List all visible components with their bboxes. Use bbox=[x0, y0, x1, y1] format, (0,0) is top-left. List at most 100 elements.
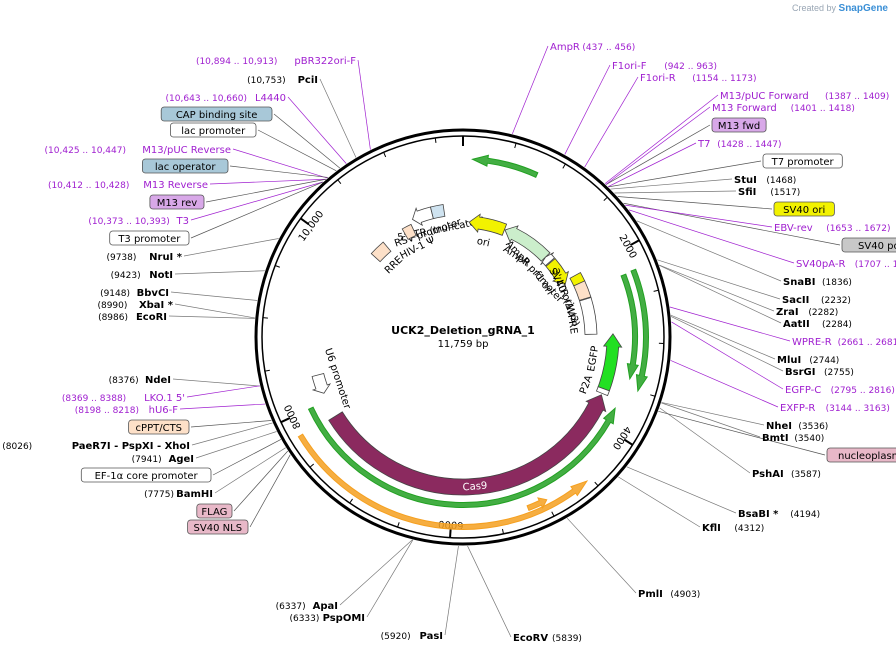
label-wprer[interactable]: WPRE-R(2661 .. 2681) bbox=[792, 337, 896, 348]
feature-label-egfp: EGFP bbox=[586, 345, 601, 372]
range-f1orir: (1154 .. 1173) bbox=[692, 74, 756, 84]
feature-label-cas9: Cas9 bbox=[462, 481, 487, 494]
label-pshai[interactable]: PshAI(3587) bbox=[752, 469, 821, 480]
feature-ampr-promoter[interactable] bbox=[540, 252, 556, 267]
label-cap[interactable]: CAP binding site bbox=[160, 106, 273, 122]
label-ndei[interactable]: NdeI(8376) bbox=[109, 375, 171, 386]
label-sv40polya[interactable]: SV40 poly(A) signal bbox=[841, 237, 896, 253]
label-flag[interactable]: FLAG bbox=[196, 503, 233, 519]
label-pcii[interactable]: PciI(10,753) bbox=[247, 75, 318, 86]
feature-sv40-ori[interactable] bbox=[569, 271, 586, 287]
label-bamhi[interactable]: BamHI(7775) bbox=[144, 489, 213, 500]
feature-u6-promoter[interactable] bbox=[311, 372, 332, 394]
label-sv40oribox[interactable]: SV40 ori bbox=[773, 201, 835, 217]
feature-rre[interactable] bbox=[370, 241, 392, 263]
label-bsrgi[interactable]: BsrGI(2755) bbox=[785, 367, 854, 378]
label-pspomi[interactable]: PspOMI(6333) bbox=[289, 613, 365, 624]
feature-cas9[interactable] bbox=[328, 394, 607, 496]
label-l4440[interactable]: L4440(10,643 .. 10,660) bbox=[166, 93, 286, 104]
label-sfii[interactable]: SfiI(1517) bbox=[738, 187, 800, 198]
label-mlui[interactable]: MluI(2744) bbox=[777, 355, 839, 366]
label-sacii[interactable]: SacII(2232) bbox=[782, 295, 851, 306]
label-m13fwd[interactable]: M13 fwd bbox=[711, 117, 767, 133]
range-pspomi: (6333) bbox=[289, 614, 319, 624]
label-ebvrev[interactable]: EBV-rev(1653 .. 1672) bbox=[774, 223, 890, 234]
name-egfpc: EGFP-C bbox=[785, 385, 821, 396]
name-m13rev: M13 Reverse bbox=[143, 180, 208, 191]
label-m13revbox[interactable]: M13 rev bbox=[149, 194, 205, 210]
label-aatii[interactable]: AatII(2284) bbox=[783, 319, 852, 330]
label-agei[interactable]: AgeI(7941) bbox=[132, 454, 194, 465]
label-lko[interactable]: LKO.1 5'(8369 .. 8388) bbox=[62, 393, 185, 404]
label-sv40par[interactable]: SV40pA-R(1707 .. 1726) bbox=[796, 259, 896, 270]
feature-rsv-promoter[interactable] bbox=[412, 206, 434, 227]
label-bsabi[interactable]: BsaBI *(4194) bbox=[738, 509, 820, 520]
label-cppt[interactable]: cPPT/CTS bbox=[128, 419, 190, 435]
label-m13rev[interactable]: M13 Reverse(10,412 .. 10,428) bbox=[48, 180, 208, 191]
label-sv40nls[interactable]: SV40 NLS bbox=[187, 519, 249, 535]
label-t3prom[interactable]: T3 promoter bbox=[109, 230, 190, 246]
feature-egfp[interactable] bbox=[597, 333, 623, 392]
name-agei: AgeI bbox=[169, 454, 194, 465]
label-bbvci[interactable]: BbvCI(9148) bbox=[100, 288, 169, 299]
feature-ampr[interactable] bbox=[504, 225, 551, 262]
label-f1orif[interactable]: F1ori-F(942 .. 963) bbox=[612, 61, 717, 72]
label-nrui[interactable]: NruI *(9738) bbox=[106, 252, 182, 263]
tick-label-2000: 2000 bbox=[616, 233, 638, 261]
feature-label-u6-promoter: U6 promoter bbox=[322, 347, 353, 411]
label-pmli[interactable]: PmlI(4903) bbox=[638, 589, 700, 600]
feature-5ltr[interactable] bbox=[429, 204, 446, 220]
label-hu6f[interactable]: hU6-F(8198 .. 8218) bbox=[75, 405, 179, 416]
feature-f1-ori[interactable] bbox=[545, 258, 569, 285]
range-mlui: (2744) bbox=[809, 356, 839, 366]
label-bmti[interactable]: BmtI(3540) bbox=[762, 433, 824, 444]
feature-3ltr[interactable] bbox=[573, 280, 592, 301]
arc-green-c bbox=[620, 273, 640, 381]
name-ecorv: EcoRV bbox=[513, 633, 548, 644]
name-wprer: WPRE-R bbox=[792, 337, 832, 348]
label-apai[interactable]: ApaI(6337) bbox=[276, 601, 338, 612]
label-lac-op[interactable]: lac operator bbox=[141, 158, 229, 174]
connector-f1orir bbox=[584, 76, 639, 168]
label-snabi[interactable]: SnaBI(1836) bbox=[783, 277, 852, 288]
connector-sacii bbox=[657, 259, 781, 300]
name-f1orif: F1ori-F bbox=[612, 61, 647, 72]
label-lac-prom[interactable]: lac promoter bbox=[169, 122, 257, 138]
box-flag bbox=[196, 503, 233, 519]
label-t7prom[interactable]: T7 promoter bbox=[762, 153, 843, 169]
label-ecori[interactable]: EcoRI(8986) bbox=[98, 312, 167, 323]
connector-l4440 bbox=[287, 96, 347, 164]
label-t7[interactable]: T7(1428 .. 1447) bbox=[697, 139, 781, 150]
connector-cppt bbox=[190, 420, 272, 428]
label-ecorv[interactable]: EcoRV(5839) bbox=[513, 633, 582, 644]
label-f1orir[interactable]: F1ori-R(1154 .. 1173) bbox=[640, 73, 756, 84]
feature-ori[interactable] bbox=[468, 213, 508, 236]
label-nhei[interactable]: NheI(3536) bbox=[766, 421, 828, 432]
label-paer7i[interactable]: PaeR7I - PspXI - XhoI(8026) bbox=[2, 441, 190, 452]
label-zrai[interactable]: ZraI(2282) bbox=[776, 307, 838, 318]
label-pasi[interactable]: PasI(5920) bbox=[381, 631, 443, 642]
label-ampr-primer[interactable]: AmpR(437 .. 456) bbox=[550, 42, 635, 53]
label-noti[interactable]: NotI(9423) bbox=[111, 270, 173, 281]
label-exfpr[interactable]: EXFP-R(3144 .. 3163) bbox=[780, 403, 890, 414]
connector-ecori bbox=[168, 315, 255, 319]
label-stui[interactable]: StuI(1468) bbox=[734, 175, 796, 186]
connector-pmli bbox=[566, 517, 637, 594]
feature-p2a[interactable] bbox=[595, 386, 610, 397]
label-nucnls[interactable]: nucleoplasmin NLS bbox=[826, 447, 896, 463]
range-apai: (6337) bbox=[276, 602, 306, 612]
label-xbai[interactable]: XbaI *(8990) bbox=[97, 300, 173, 311]
connector-wprer bbox=[669, 306, 791, 342]
label-ef1a[interactable]: EF-1α core promoter bbox=[80, 467, 212, 483]
label-pbr322ori-f[interactable]: pBR322ori-F(10,894 .. 10,913) bbox=[196, 56, 356, 67]
label-m13forward[interactable]: M13 Forward(1401 .. 1418) bbox=[712, 103, 855, 114]
connector-sfii bbox=[614, 190, 737, 194]
feature-hiv-psi[interactable] bbox=[401, 223, 417, 240]
label-egfpc[interactable]: EGFP-C(2795 .. 2816) bbox=[785, 385, 895, 396]
label-t3[interactable]: T3(10,373 .. 10,393) bbox=[88, 216, 189, 227]
range-m13pucf: (1387 .. 1409) bbox=[825, 92, 889, 102]
label-m13pucrev[interactable]: M13/pUC Reverse(10,425 .. 10,447) bbox=[45, 145, 231, 156]
label-m13pucf[interactable]: M13/pUC Forward(1387 .. 1409) bbox=[720, 91, 889, 102]
feature-wpre[interactable] bbox=[579, 297, 598, 335]
label-kfli[interactable]: KflI(4312) bbox=[702, 523, 764, 534]
